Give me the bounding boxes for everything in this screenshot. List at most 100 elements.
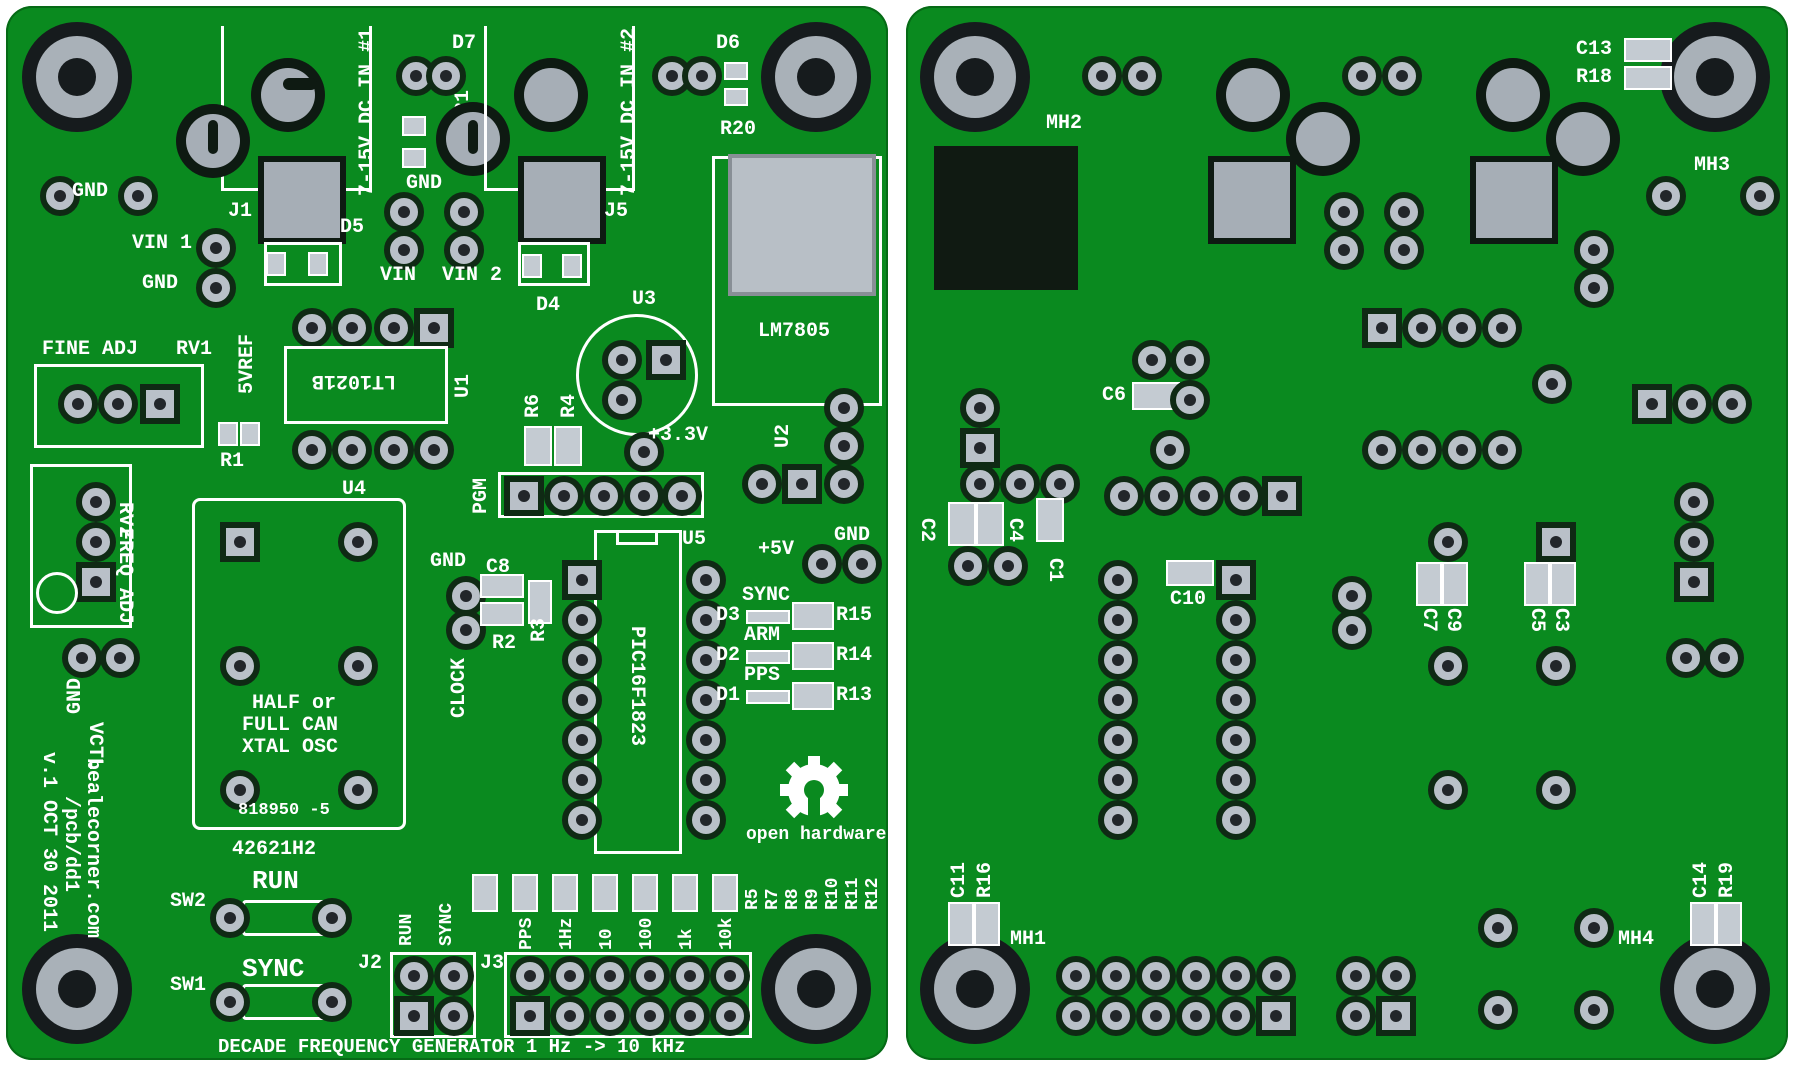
j3-pin-2 [550, 956, 590, 996]
lm7805-heatsink-tab [728, 154, 876, 296]
back-pad-15 [1170, 380, 1210, 420]
pgm-pin-4 [624, 476, 664, 516]
j3-pin-1 [510, 956, 550, 996]
back-rv1-pad-2 [1672, 384, 1712, 424]
u5-pin-4 [562, 680, 602, 720]
u5-pin-11 [686, 680, 726, 720]
d4-pad-b [562, 254, 582, 278]
back-pad-21 [948, 546, 988, 586]
j3-pin-6 [710, 956, 750, 996]
j3-pin-12 [710, 996, 750, 1036]
mounting-hole-bottom-right [761, 934, 871, 1044]
back-u5-pin-7 [1216, 800, 1256, 840]
label-d7: D7 [452, 32, 477, 55]
back-j3-pin-9 [1136, 996, 1176, 1036]
u2-pad-3 [824, 464, 864, 504]
back-rv1-pad-3 [1712, 384, 1752, 424]
back-u5-pin-3 [1216, 640, 1256, 680]
back-j3-pin-3 [1136, 956, 1176, 996]
back-pad-26 [1428, 522, 1468, 562]
c11-footprint [948, 902, 974, 946]
back-j3-pin-8 [1096, 996, 1136, 1036]
back-u1-pad-5 [1362, 430, 1402, 470]
label-r1: R1 [220, 450, 245, 473]
label-j2: J2 [358, 952, 383, 975]
r13-footprint [792, 682, 834, 710]
d4-outline [518, 242, 590, 286]
r21-pad-b [402, 148, 426, 168]
back-pgm-2 [1144, 476, 1184, 516]
label-mh1: MH1 [1010, 928, 1047, 951]
label-u4: U4 [342, 478, 367, 501]
r1-pad-a [218, 422, 238, 446]
j5-back-barrel-pad [1476, 58, 1550, 132]
sw2-pad-b[interactable] [312, 898, 352, 938]
back-pad-16 [1532, 364, 1572, 404]
d3-footprint [746, 610, 790, 624]
rv2-pad-1 [76, 482, 116, 522]
back-j2-pin-2 [1376, 956, 1416, 996]
j1-barrel-pad [251, 58, 325, 132]
back-pad-34 [1478, 908, 1518, 948]
r1-pad-b [240, 422, 260, 446]
u4-pad-6 [338, 770, 378, 810]
label-c3: C3 [1549, 608, 1572, 633]
u1-pad-2 [332, 308, 372, 348]
back-j3-pin-5 [1216, 956, 1256, 996]
r3-footprint [528, 580, 552, 624]
label-r19: R19 [1716, 861, 1739, 898]
mounting-hole-mh4 [1660, 934, 1770, 1044]
d6-pad-b [682, 56, 722, 96]
u2-pad-4 [824, 426, 864, 466]
c3-footprint [1550, 562, 1576, 606]
sw1-pad-a[interactable] [210, 982, 250, 1022]
c14-footprint [1690, 902, 1716, 946]
j3-pin-10 [630, 996, 670, 1036]
j5-ground-pad [518, 156, 606, 244]
credit-line-3: v.1 OCT 30 2011 [37, 752, 60, 933]
u1-pad-5 [292, 430, 332, 470]
u4-outline [192, 498, 406, 830]
pad-gnd-6 [842, 544, 882, 584]
pcb-back-board: MH2 MH3 MH1 MH4 C13 R18 C6 [906, 6, 1788, 1060]
rv2-pad-2 [76, 522, 116, 562]
sw1-pad-b[interactable] [312, 982, 352, 1022]
pad-gnd-right [118, 176, 158, 216]
j3-pin-5 [670, 956, 710, 996]
label-d1: D1 [716, 684, 741, 707]
u4-pad-1 [220, 522, 260, 562]
label-c5: C5 [1525, 608, 1548, 633]
label-j3-1k: 1k [677, 928, 697, 950]
back-j3-pin-11 [1216, 996, 1256, 1036]
back-u1-pad-3 [1442, 308, 1482, 348]
back-u1-pad-8 [1482, 430, 1522, 470]
label-r16: R16 [974, 861, 997, 898]
r5-footprint [472, 874, 498, 912]
d7-pad-b [426, 56, 466, 96]
u5-pin-9 [686, 760, 726, 800]
label-c8: C8 [486, 556, 511, 579]
label-r9: R9 [803, 888, 823, 910]
back-j3-pin-2 [1096, 956, 1136, 996]
r11-footprint [672, 874, 698, 912]
label-c11: C11 [948, 861, 971, 898]
u4-pad-3 [220, 646, 260, 686]
u1-pad-4 [414, 308, 454, 348]
u5-pin-13 [686, 600, 726, 640]
back-pad-32 [1666, 638, 1706, 678]
back-u5-pin-11 [1098, 720, 1138, 760]
j2-pin-3 [394, 996, 434, 1036]
j1-slot [283, 78, 317, 90]
c4-footprint [976, 502, 1004, 546]
sw2-pad-a[interactable] [210, 898, 250, 938]
rv1-pad-3 [140, 384, 180, 424]
label-sw2: SW2 [170, 890, 207, 913]
label-r11: R11 [843, 877, 863, 910]
c13-footprint [1624, 38, 1672, 62]
label-j2-sync: SYNC [437, 902, 457, 946]
back-pgm-3 [1184, 476, 1224, 516]
j2-pin-1 [394, 956, 434, 996]
back-pad-5 [1646, 176, 1686, 216]
label-dc-in-2: 7-15V DC IN #2 [618, 27, 641, 196]
back-pad-18 [960, 464, 1000, 504]
